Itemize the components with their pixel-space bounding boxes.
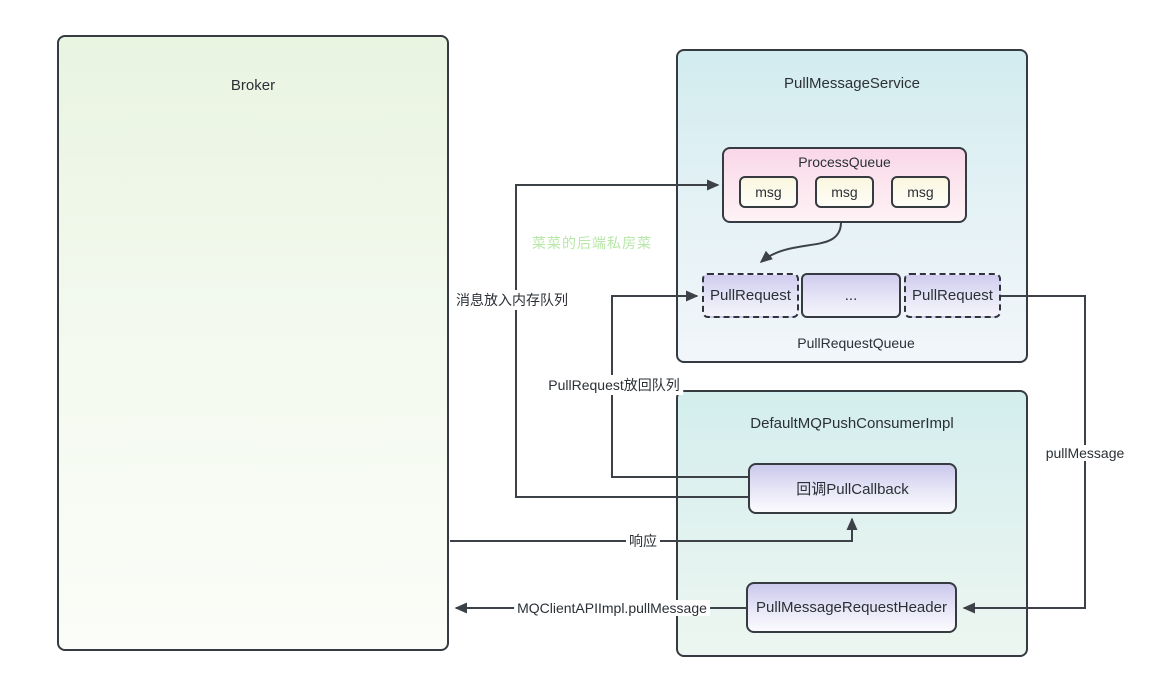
pull-message-request-header-node: PullMessageRequestHeader bbox=[746, 582, 957, 633]
pull-callback-node: 回调PullCallback bbox=[748, 463, 957, 514]
edge-label-response: 响应 bbox=[626, 531, 660, 551]
edge-label-to-memory-queue: 消息放入内存队列 bbox=[453, 290, 571, 310]
edge-label-requeue: PullRequest放回队列 bbox=[545, 375, 683, 395]
watermark-text: 菜菜的后端私房菜 bbox=[532, 235, 652, 251]
pull-request-queue-label: PullRequestQueue bbox=[797, 335, 915, 351]
pull-request-slot: PullRequest bbox=[904, 273, 1001, 318]
consumer-title: DefaultMQPushConsumerImpl bbox=[750, 415, 954, 432]
edge-label-pull-message: pullMessage bbox=[1042, 445, 1128, 461]
pull-message-service-title: PullMessageService bbox=[784, 75, 920, 92]
edge-label-api-call: MQClientAPIImpl.pullMessage bbox=[514, 600, 710, 616]
pull-request-ellipsis-slot: ... bbox=[801, 273, 901, 318]
process-queue-box: ProcessQueue msg msg msg bbox=[722, 147, 967, 223]
msg-box: msg bbox=[891, 176, 950, 208]
broker-box: Broker bbox=[57, 35, 449, 651]
process-queue-title: ProcessQueue bbox=[798, 154, 891, 170]
pull-request-slot: PullRequest bbox=[702, 273, 799, 318]
msg-box: msg bbox=[815, 176, 874, 208]
msg-row: msg msg msg bbox=[724, 176, 965, 208]
broker-title: Broker bbox=[230, 77, 276, 94]
msg-box: msg bbox=[739, 176, 798, 208]
